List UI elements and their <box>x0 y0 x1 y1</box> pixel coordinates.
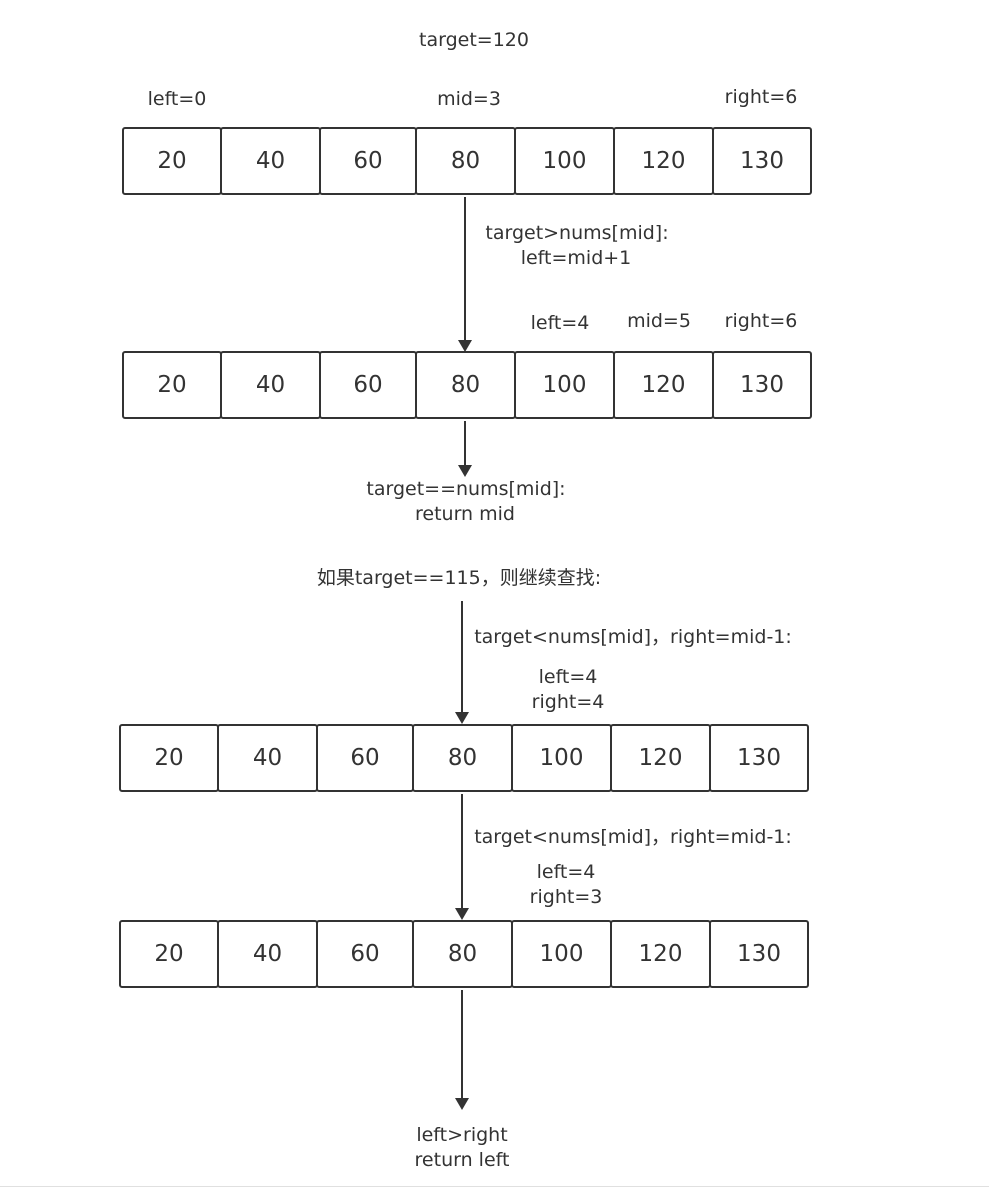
pointer-label-right: right=4 <box>531 691 605 713</box>
pointer-label-right: right=6 <box>724 310 798 332</box>
pointer-label-left: left=4 <box>538 666 598 688</box>
array-cell: 80 <box>412 920 513 988</box>
array-cell: 120 <box>610 920 711 988</box>
array-cell: 130 <box>712 351 812 419</box>
array-cell: 100 <box>514 127 615 195</box>
alt-scenario-heading: 如果target==115，则继续查找: <box>316 567 602 589</box>
bottom-divider <box>0 1186 989 1187</box>
array-cell: 120 <box>610 724 711 792</box>
array-cell: 130 <box>709 920 809 988</box>
step-condition-label: target<nums[mid]，right=mid-1: <box>474 626 792 648</box>
array-row-4: 20 40 60 80 100 120 130 <box>119 920 809 990</box>
pointer-label-right: right=6 <box>724 86 798 108</box>
array-cell: 60 <box>316 724 414 792</box>
array-cell: 20 <box>119 724 219 792</box>
array-cell: 100 <box>514 351 615 419</box>
pointer-label-left: left=4 <box>536 861 596 883</box>
pointer-label-mid: mid=3 <box>437 88 501 110</box>
diagram-title: target=120 <box>419 29 529 51</box>
array-cell: 40 <box>217 920 318 988</box>
final-action-label: return left <box>414 1149 510 1171</box>
pointer-label-left: left=4 <box>530 312 590 334</box>
array-cell: 60 <box>319 351 417 419</box>
array-cell: 60 <box>319 127 417 195</box>
array-cell: 80 <box>415 127 516 195</box>
step-condition-label: target==nums[mid]: <box>366 478 566 500</box>
pointer-label-mid: mid=5 <box>627 310 691 332</box>
array-cell: 100 <box>511 724 612 792</box>
array-cell: 130 <box>712 127 812 195</box>
array-cell: 60 <box>316 920 414 988</box>
step-condition-label: target>nums[mid]: <box>485 222 669 244</box>
pointer-label-right: right=3 <box>529 886 603 908</box>
pointer-label-left: left=0 <box>147 88 207 110</box>
array-cell: 20 <box>122 351 222 419</box>
array-row-1: 20 40 60 80 100 120 130 <box>122 127 812 197</box>
array-cell: 130 <box>709 724 809 792</box>
step-condition-label: target<nums[mid]，right=mid-1: <box>474 826 792 848</box>
step-action-label: left=mid+1 <box>520 247 632 269</box>
array-row-2: 20 40 60 80 100 120 130 <box>122 351 812 421</box>
step-action-label: return mid <box>415 503 515 525</box>
array-row-3: 20 40 60 80 100 120 130 <box>119 724 809 794</box>
final-condition-label: left>right <box>416 1124 508 1146</box>
array-cell: 120 <box>613 351 714 419</box>
